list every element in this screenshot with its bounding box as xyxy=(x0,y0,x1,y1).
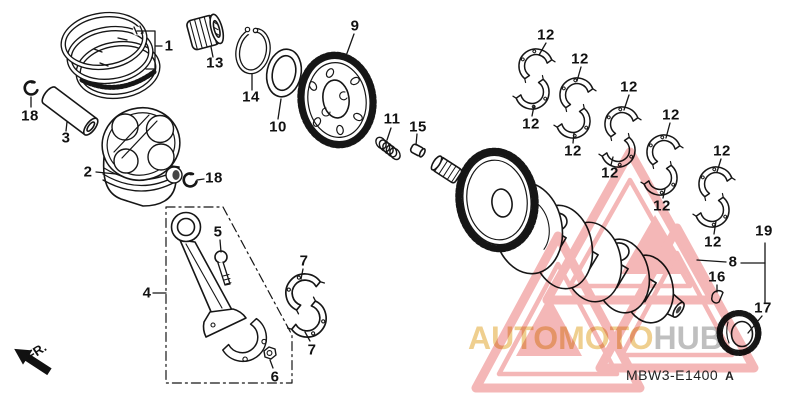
callout-4: 4 xyxy=(142,284,152,302)
timing-sprocket xyxy=(297,51,377,149)
callout-7-lower: 7 xyxy=(307,341,317,359)
callout-18-right: 18 xyxy=(205,169,223,187)
piston xyxy=(101,107,183,207)
callout-12-p1-lower: 12 xyxy=(522,115,540,133)
callout-19: 19 xyxy=(755,222,773,240)
callout-12-p3-lower: 12 xyxy=(601,164,619,182)
callout-15: 15 xyxy=(409,118,427,136)
rod-cap xyxy=(222,317,268,363)
callout-14: 14 xyxy=(242,88,260,106)
callout-12-p2-upper: 12 xyxy=(571,50,589,68)
diagram-code: MBW3-E1400 A xyxy=(626,367,734,383)
piston-ring-set xyxy=(60,11,161,100)
spline-washer xyxy=(265,48,303,98)
piston-pin-clip-left xyxy=(23,80,39,96)
needle-bearing xyxy=(186,13,225,51)
diagram-code-text: MBW3-E1400 xyxy=(626,367,719,383)
rod-nut xyxy=(263,346,277,360)
watermark-brand-left: AUTOMOTO xyxy=(468,320,654,356)
callout-12-p1-upper: 12 xyxy=(537,26,555,44)
callout-5: 5 xyxy=(213,223,223,241)
callout-2: 2 xyxy=(83,163,93,181)
callout-10: 10 xyxy=(269,118,287,136)
callout-12-p2-lower: 12 xyxy=(564,142,582,160)
piston-pin xyxy=(41,86,99,136)
callout-9: 9 xyxy=(350,17,360,35)
connecting-rod-boundary xyxy=(165,206,293,384)
callout-8: 8 xyxy=(728,253,738,271)
callout-12-p4-lower: 12 xyxy=(653,197,671,215)
watermark-brand-text: AUTOMOTOHUB xyxy=(468,320,723,357)
callout-12-p3-upper: 12 xyxy=(620,78,638,96)
callout-13: 13 xyxy=(206,54,224,72)
callout-3: 3 xyxy=(61,129,71,147)
piston-pin-clip-right xyxy=(182,172,198,188)
callout-16: 16 xyxy=(708,268,726,286)
callout-18-left: 18 xyxy=(21,107,39,125)
connecting-rod xyxy=(170,211,247,338)
callout-11: 11 xyxy=(383,110,401,128)
callout-12-p5-upper: 12 xyxy=(713,142,731,160)
callout-1: 1 xyxy=(164,37,174,55)
callout-6: 6 xyxy=(270,368,280,386)
callout-12-p5-lower: 12 xyxy=(704,233,722,251)
diagram-code-suffix: A xyxy=(725,369,735,383)
rod-bolt xyxy=(214,250,232,286)
callout-17: 17 xyxy=(754,299,772,317)
snap-ring xyxy=(235,25,271,75)
callout-12-p4-upper: 12 xyxy=(662,106,680,124)
callout-7-upper: 7 xyxy=(299,252,309,270)
leader-lines xyxy=(30,30,766,369)
dowel-pin xyxy=(409,143,426,158)
watermark-brand-right: HUB xyxy=(653,320,723,356)
spring xyxy=(375,136,401,161)
